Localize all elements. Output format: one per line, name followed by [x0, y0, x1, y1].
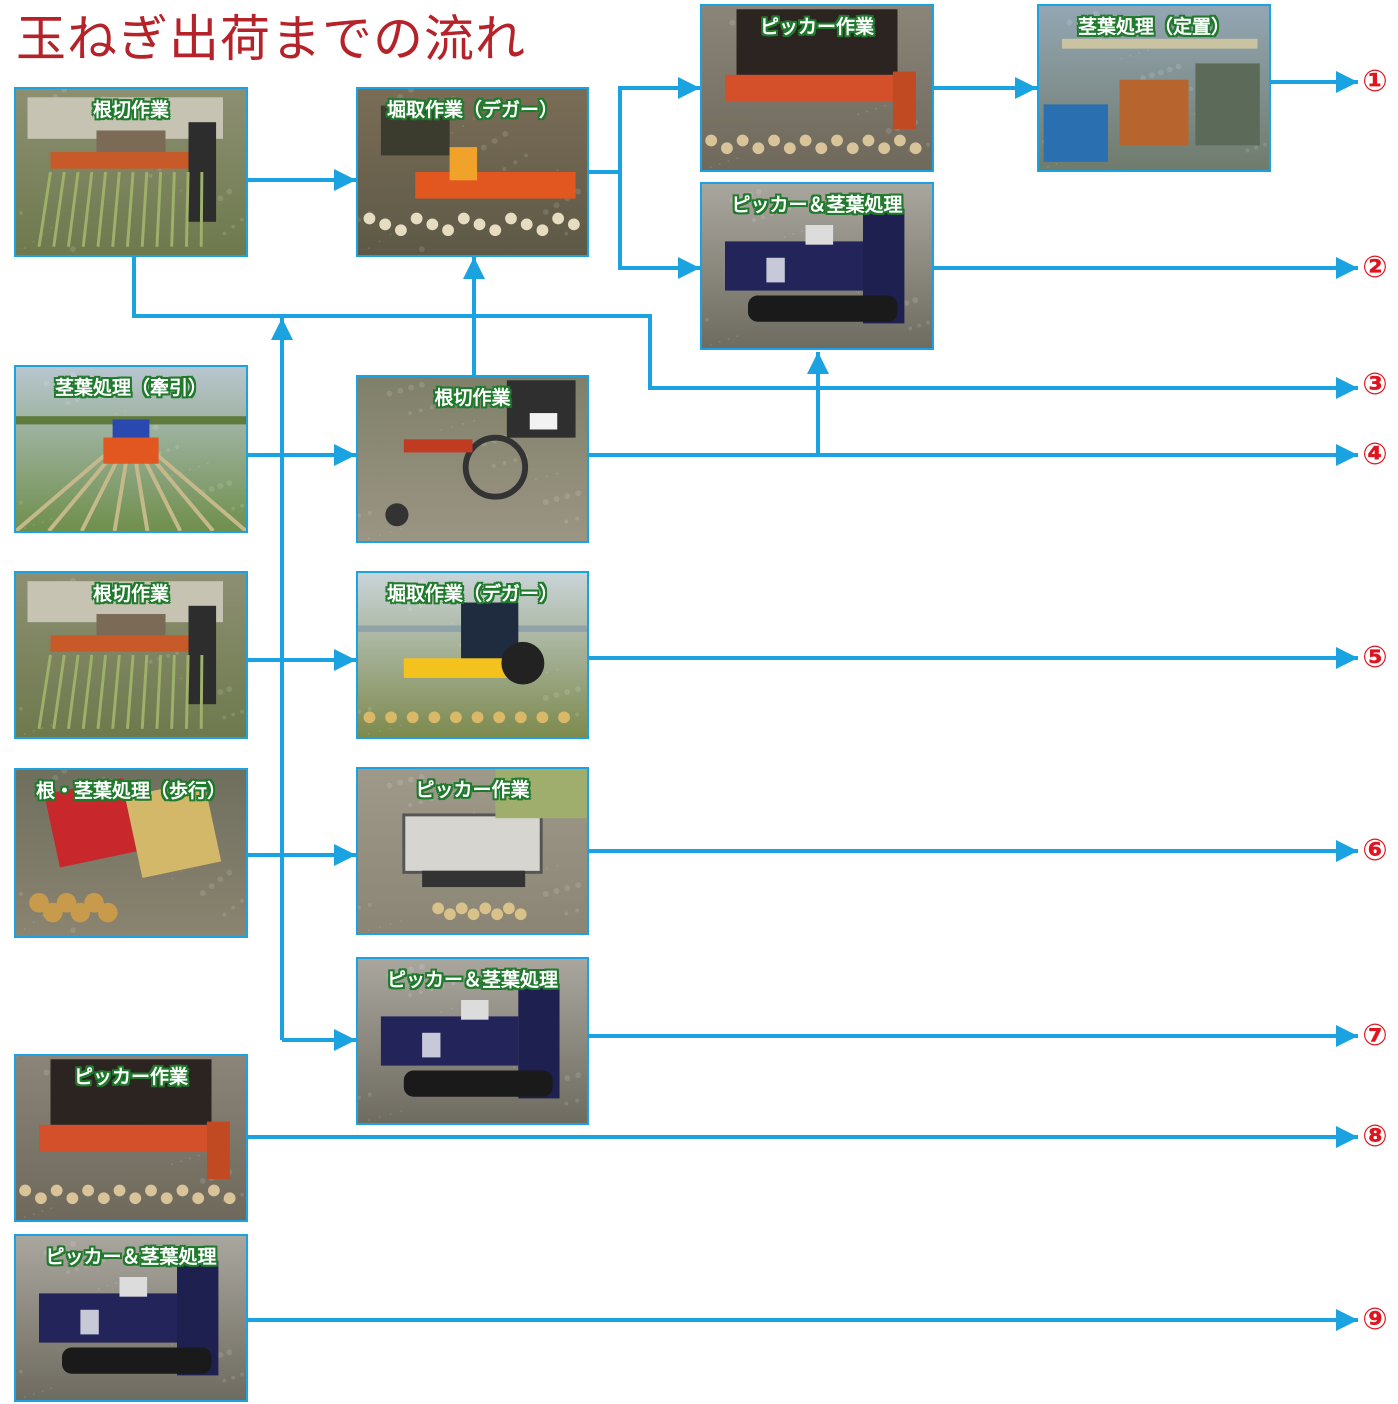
- process-card-picker-stem-bottom: ピッカー＆茎葉処理: [14, 1234, 248, 1402]
- route-marker-5: ⑤: [1362, 640, 1388, 675]
- process-card-label: 茎葉処理（定置）: [1077, 16, 1230, 38]
- machine-photo: [16, 367, 246, 531]
- process-card-label: 茎葉処理（牽引）: [54, 377, 207, 399]
- route-marker-2: ②: [1362, 250, 1388, 285]
- route-9-line-head: [1336, 1309, 1358, 1331]
- process-card-root-stem-walk: 根・茎葉処理（歩行）: [14, 768, 248, 938]
- arrow-root3-to-digger2-head: [334, 649, 356, 671]
- page-title: 玉ねぎ出荷までの流れ: [16, 10, 526, 68]
- route-5-line-head: [1336, 647, 1358, 669]
- process-card-label: ピッカー＆茎葉処理: [45, 1246, 217, 1268]
- machine-photo: [358, 89, 587, 255]
- route-1-line-head: [1336, 71, 1358, 93]
- process-card-digger-1: 堀取作業（デガー）: [356, 87, 589, 257]
- arrow-digger1-to-picker-top: [589, 86, 700, 174]
- route-4-line-head: [1336, 444, 1358, 466]
- route-7-line-head: [1336, 1025, 1358, 1047]
- machine-photo: [16, 1056, 246, 1220]
- process-card-label: 根切作業: [434, 387, 511, 409]
- route-marker-8: ⑧: [1362, 1119, 1388, 1154]
- route-marker-1: ①: [1362, 64, 1388, 99]
- process-card-root-cutting-2: 根切作業: [356, 375, 589, 543]
- machine-photo: [16, 1236, 246, 1400]
- process-card-label: 堀取作業（デガー）: [386, 583, 558, 605]
- arrow-trunk-to-picker-stem-mid-head: [334, 1029, 356, 1051]
- route-8-line-head: [1336, 1126, 1358, 1148]
- route-marker-4: ④: [1362, 437, 1388, 472]
- route-marker-3: ③: [1362, 367, 1388, 402]
- route-3-line: [132, 257, 1358, 390]
- machine-photo: [16, 573, 246, 737]
- process-card-label: 堀取作業（デガー）: [386, 99, 558, 121]
- route-marker-7: ⑦: [1362, 1018, 1388, 1053]
- machine-photo: [358, 769, 587, 933]
- process-card-label: 根切作業: [92, 583, 169, 605]
- route-marker-9: ⑨: [1362, 1302, 1388, 1337]
- route-2-line-head: [1336, 257, 1358, 279]
- arrow-digger1-to-picker-top-head: [678, 77, 700, 99]
- arrow-root2-to-picker-stem-top-head: [807, 352, 829, 374]
- machine-photo: [702, 184, 932, 348]
- process-card-picker-top: ピッカー作業: [700, 4, 934, 172]
- machine-photo: [16, 770, 246, 936]
- machine-photo: [16, 89, 246, 255]
- process-card-label: ピッカー＆茎葉処理: [731, 194, 903, 216]
- process-card-stem-towed: 茎葉処理（牽引）: [14, 365, 248, 533]
- route-3-line-head: [1336, 377, 1358, 399]
- route-6-line-head: [1336, 840, 1358, 862]
- process-card-label: ピッカー＆茎葉処理: [386, 969, 558, 991]
- process-card-label: 根切作業: [92, 99, 169, 121]
- process-card-root-cutting-1: 根切作業: [14, 87, 248, 257]
- process-card-label: 根・茎葉処理（歩行）: [35, 780, 226, 802]
- process-card-label: ピッカー作業: [759, 16, 874, 38]
- process-card-digger-2: 堀取作業（デガー）: [356, 571, 589, 739]
- arrow-digger1-to-picker-stem-top-head: [678, 257, 700, 279]
- process-card-picker-stem-mid: ピッカー＆茎葉処理: [356, 957, 589, 1125]
- process-card-root-cutting-3: 根切作業: [14, 571, 248, 739]
- machine-photo: [358, 377, 587, 541]
- trunk-up-arrow-head: [271, 318, 293, 340]
- machine-photo: [358, 959, 587, 1123]
- arrow-stem-towed-to-root2-head: [334, 444, 356, 466]
- process-card-picker-mid: ピッカー作業: [356, 767, 589, 935]
- process-card-picker-stem-top: ピッカー＆茎葉処理: [700, 182, 934, 350]
- arrow-walk-to-picker-mid-head: [334, 844, 356, 866]
- arrow-picker-top-to-station-head: [1015, 77, 1037, 99]
- arrow-root2-to-digger1-head: [463, 257, 485, 279]
- machine-photo: [1039, 6, 1269, 170]
- arrow-root1-to-digger1-head: [334, 169, 356, 191]
- arrow-digger1-to-picker-stem-top: [618, 172, 700, 270]
- route-marker-6: ⑥: [1362, 833, 1388, 868]
- process-card-label: ピッカー作業: [73, 1066, 188, 1088]
- process-card-picker-bottom: ピッカー作業: [14, 1054, 248, 1222]
- machine-photo: [358, 573, 587, 737]
- machine-photo: [702, 6, 932, 170]
- process-card-label: ピッカー作業: [415, 779, 530, 801]
- process-card-stem-stationary: 茎葉処理（定置）: [1037, 4, 1271, 172]
